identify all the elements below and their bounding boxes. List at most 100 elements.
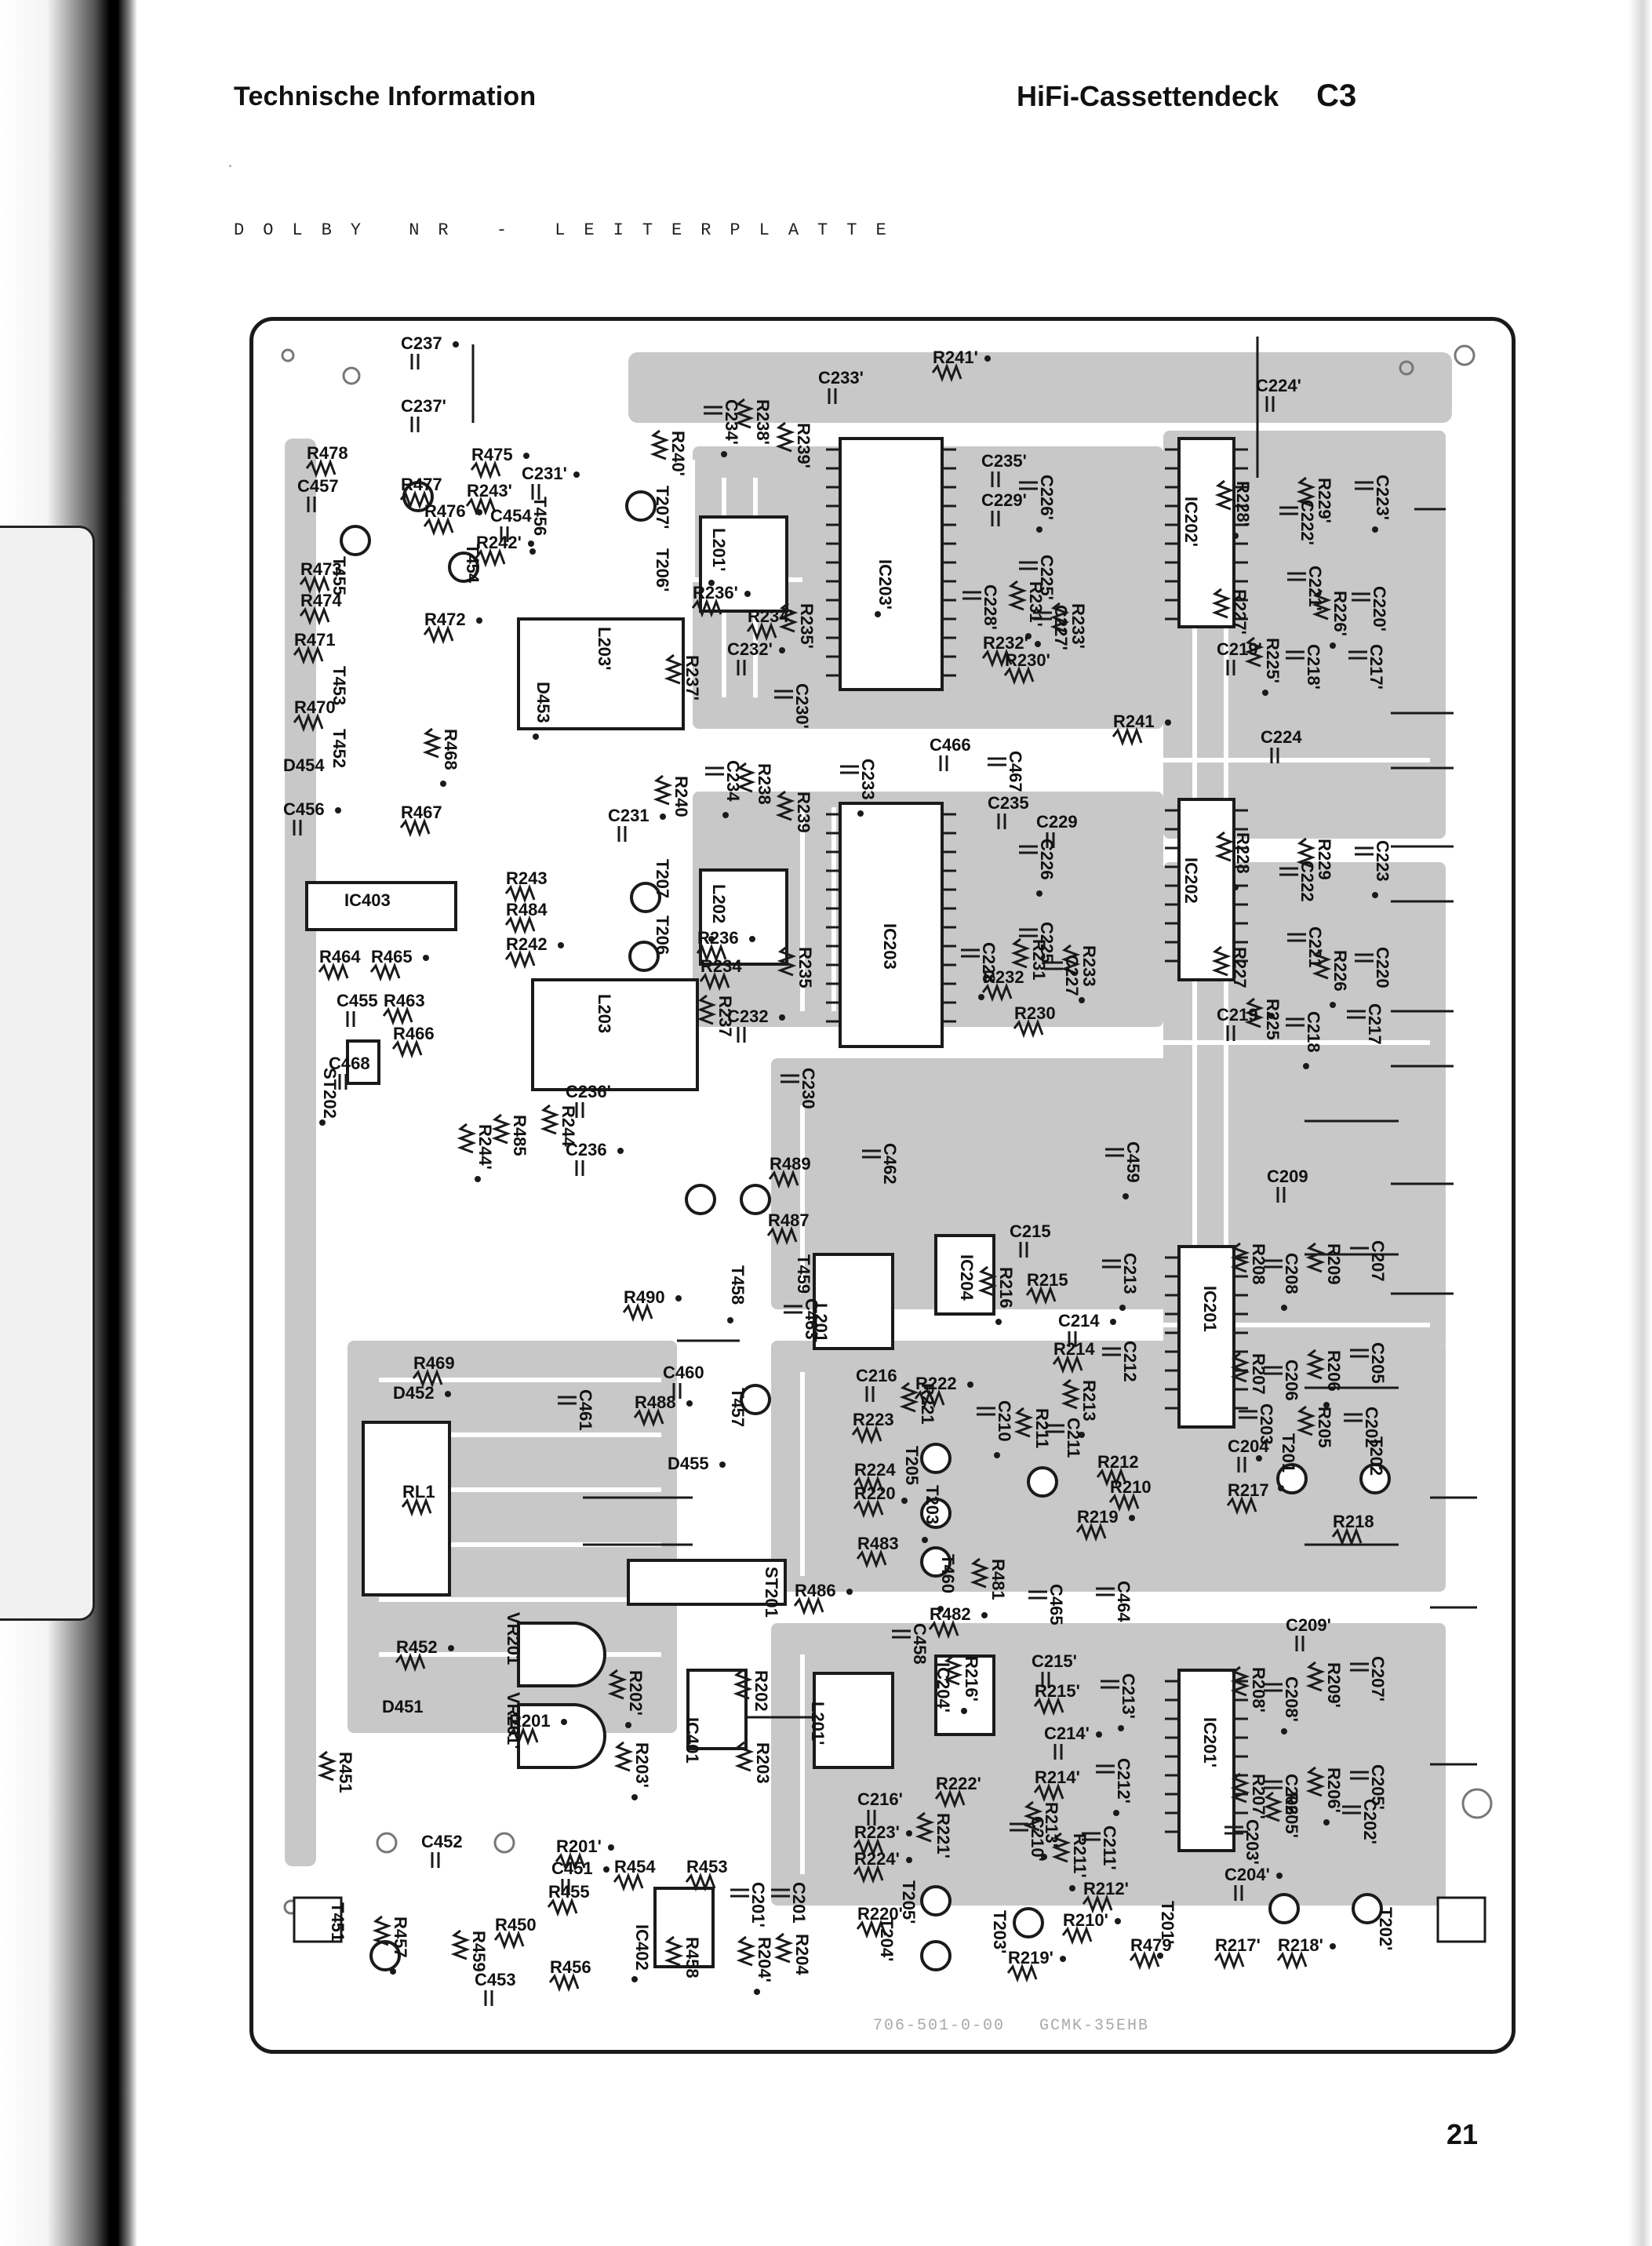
solder-pad bbox=[995, 1319, 1002, 1325]
capacitor-symbol bbox=[575, 1160, 584, 1176]
resistor-symbol bbox=[746, 621, 777, 642]
component-label: C235' bbox=[981, 451, 1027, 471]
component-label: C206 bbox=[1282, 1360, 1301, 1401]
resistor-symbol bbox=[508, 1726, 539, 1746]
capacitor-symbol bbox=[1264, 1259, 1283, 1269]
component-label: R229' bbox=[1315, 478, 1334, 523]
component-label: R223' bbox=[854, 1822, 900, 1842]
component-label: C466 bbox=[930, 735, 971, 755]
component-label: C216' bbox=[857, 1789, 903, 1809]
resistor-symbol bbox=[504, 949, 536, 970]
component-label: C212 bbox=[1120, 1341, 1140, 1382]
resistor-symbol bbox=[928, 1619, 959, 1640]
component-label: IC201 bbox=[1200, 1286, 1220, 1332]
component-label: C214' bbox=[1044, 1724, 1090, 1743]
resistor-symbol bbox=[372, 1915, 392, 1946]
capacitor-symbol bbox=[617, 826, 627, 842]
capacitor-symbol bbox=[1264, 1780, 1283, 1789]
component-label: R207 bbox=[1249, 1353, 1268, 1395]
resistor-symbol bbox=[1214, 1950, 1245, 1971]
component-label: C217 bbox=[1365, 1003, 1385, 1045]
solder-pad bbox=[744, 591, 751, 597]
component-label: R228' bbox=[1233, 481, 1253, 526]
capacitor-symbol bbox=[1019, 1242, 1028, 1258]
component-label: R475 bbox=[471, 445, 513, 464]
board-id-code: GCMK-35EHB bbox=[1039, 2017, 1150, 2035]
resistor-symbol bbox=[317, 1750, 337, 1782]
solder-pad bbox=[1041, 1854, 1047, 1860]
resistor-symbol bbox=[736, 762, 756, 793]
header-product-name: HiFi-Cassettendeck bbox=[1017, 80, 1279, 112]
resistor-symbol bbox=[395, 1652, 426, 1673]
capacitor-symbol bbox=[531, 484, 540, 500]
capacitor-symbol bbox=[1270, 748, 1279, 763]
component-label: R237' bbox=[682, 655, 702, 701]
component-label: C458 bbox=[910, 1623, 930, 1665]
resistor-symbol bbox=[650, 429, 670, 460]
component-label: C461 bbox=[576, 1389, 595, 1431]
solder-pad bbox=[779, 1014, 785, 1021]
resistor-symbol bbox=[1023, 1800, 1043, 1832]
component-label: R240 bbox=[671, 776, 691, 817]
component-label: R205' bbox=[1282, 1793, 1301, 1838]
resistor-symbol bbox=[664, 653, 684, 685]
solder-pad bbox=[448, 1645, 454, 1651]
capacitor-symbol bbox=[1224, 1826, 1243, 1835]
component-label: R212' bbox=[1083, 1879, 1129, 1898]
resistor-symbol bbox=[1296, 1405, 1316, 1436]
coil-outlines bbox=[517, 515, 894, 1769]
capacitor-symbol bbox=[962, 591, 981, 600]
capacitor-symbol bbox=[1010, 1822, 1028, 1832]
capacitor-symbol bbox=[1287, 933, 1306, 942]
capacitor-symbol bbox=[561, 1879, 570, 1895]
component-label: R216 bbox=[996, 1267, 1016, 1309]
ic402-outline bbox=[653, 1887, 715, 1968]
component-label: D455 bbox=[668, 1454, 709, 1473]
capacitor-symbol bbox=[1053, 1744, 1063, 1760]
solder-pad bbox=[1165, 719, 1171, 726]
component-label: R477 bbox=[401, 475, 442, 494]
solder-pad bbox=[335, 807, 341, 814]
component-label: IC204' bbox=[933, 1662, 953, 1713]
capacitor-symbol bbox=[737, 660, 746, 675]
component-label: R465 bbox=[371, 947, 413, 966]
component-label: R486 bbox=[795, 1581, 836, 1600]
component-label: C452 bbox=[421, 1832, 463, 1851]
resistor-symbol bbox=[970, 1557, 990, 1589]
capacitor-symbol bbox=[1355, 846, 1374, 856]
component-label: R473 bbox=[300, 559, 342, 579]
solder-pad bbox=[721, 451, 727, 457]
resistor-symbol bbox=[1244, 636, 1264, 668]
component-label: L201' bbox=[709, 528, 729, 572]
component-label: R233' bbox=[1068, 603, 1088, 649]
ic201-outline bbox=[1177, 1245, 1235, 1429]
resistor-symbol bbox=[1331, 1527, 1363, 1547]
capacitor-symbol bbox=[939, 755, 948, 771]
component-label: R202' bbox=[626, 1670, 646, 1716]
solder-pad bbox=[423, 955, 429, 961]
component-label: R467 bbox=[401, 803, 442, 822]
component-label: R234 bbox=[700, 956, 742, 976]
resistor-symbol bbox=[768, 1169, 799, 1189]
component-label: C233' bbox=[818, 368, 864, 388]
component-label: C462 bbox=[880, 1143, 900, 1185]
capacitor-symbol bbox=[500, 526, 509, 542]
component-label: C230 bbox=[799, 1068, 818, 1109]
capacitor-symbol bbox=[1344, 1413, 1363, 1422]
capacitor-symbol bbox=[1019, 928, 1038, 937]
component-label: C237' bbox=[401, 396, 446, 416]
resistor-symbol bbox=[736, 1935, 756, 1967]
solder-pad bbox=[631, 1976, 638, 1982]
component-label: L201 bbox=[811, 1303, 831, 1343]
ic203-prime-outline bbox=[839, 437, 944, 691]
solder-pad bbox=[390, 1968, 396, 1975]
component-label: C229' bbox=[981, 490, 1027, 510]
resistor-symbol bbox=[1050, 602, 1070, 633]
component-label: R221 bbox=[918, 1383, 937, 1425]
solder-pad bbox=[533, 733, 539, 740]
component-label: R459 bbox=[469, 1931, 489, 1972]
capacitor-symbol bbox=[1347, 1010, 1366, 1019]
mounting-holes bbox=[281, 344, 1493, 1915]
component-label: D452 bbox=[393, 1383, 435, 1403]
solder-pad bbox=[529, 548, 536, 555]
